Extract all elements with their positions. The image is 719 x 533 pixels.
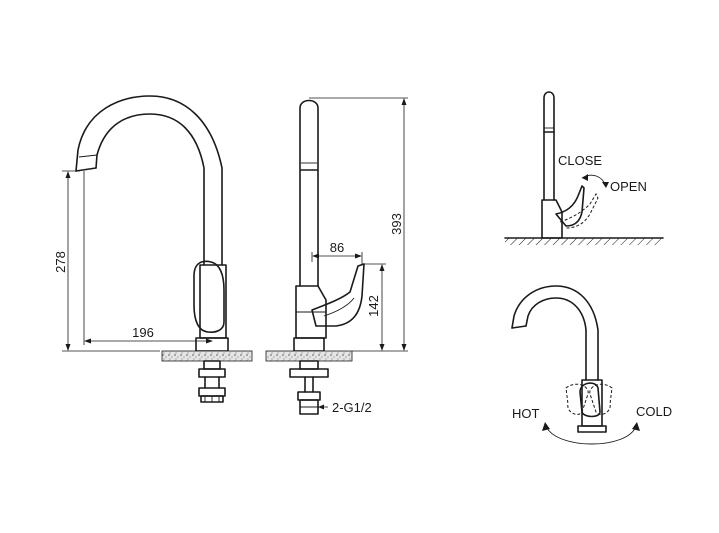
front-handle bbox=[193, 260, 225, 333]
height-dimension-text: 278 bbox=[53, 251, 68, 273]
dimension-142: 142 bbox=[362, 263, 386, 351]
dimension-196: 196 bbox=[83, 171, 213, 345]
reach-dimension-text: 196 bbox=[132, 325, 154, 340]
handle-reach-dimension-text: 86 bbox=[330, 240, 344, 255]
connector-leader: 2-G1/2 bbox=[318, 400, 372, 415]
total-height-dimension-text: 393 bbox=[389, 213, 404, 235]
side-countertop bbox=[265, 350, 353, 362]
front-countertop bbox=[161, 350, 253, 362]
side-view: 2-G1/2 393 142 86 bbox=[265, 97, 408, 415]
open-label: OPEN bbox=[610, 179, 647, 194]
dimension-86: 86 bbox=[311, 240, 363, 264]
dimension-393: 393 bbox=[309, 97, 408, 352]
close-label: CLOSE bbox=[558, 153, 602, 168]
cold-label: COLD bbox=[636, 404, 672, 419]
front-base bbox=[195, 337, 229, 352]
hot-label: HOT bbox=[512, 406, 540, 421]
front-aerator-band bbox=[78, 154, 98, 158]
lever-operation-view: CLOSE OPEN bbox=[504, 91, 664, 245]
front-spout-inner bbox=[95, 113, 205, 266]
front-fixing-assembly bbox=[198, 360, 226, 403]
side-body bbox=[295, 285, 327, 339]
front-spout bbox=[75, 95, 223, 266]
temperature-operation-view: HOT COLD bbox=[511, 285, 672, 445]
dimension-278: 278 bbox=[53, 170, 160, 352]
side-lever bbox=[311, 263, 365, 327]
side-spout bbox=[299, 99, 319, 287]
handle-height-dimension-text: 142 bbox=[366, 295, 381, 317]
front-view: 278 196 bbox=[53, 95, 253, 403]
connector-label: 2-G1/2 bbox=[332, 400, 372, 415]
side-base bbox=[293, 337, 325, 352]
front-aerator bbox=[75, 167, 97, 172]
